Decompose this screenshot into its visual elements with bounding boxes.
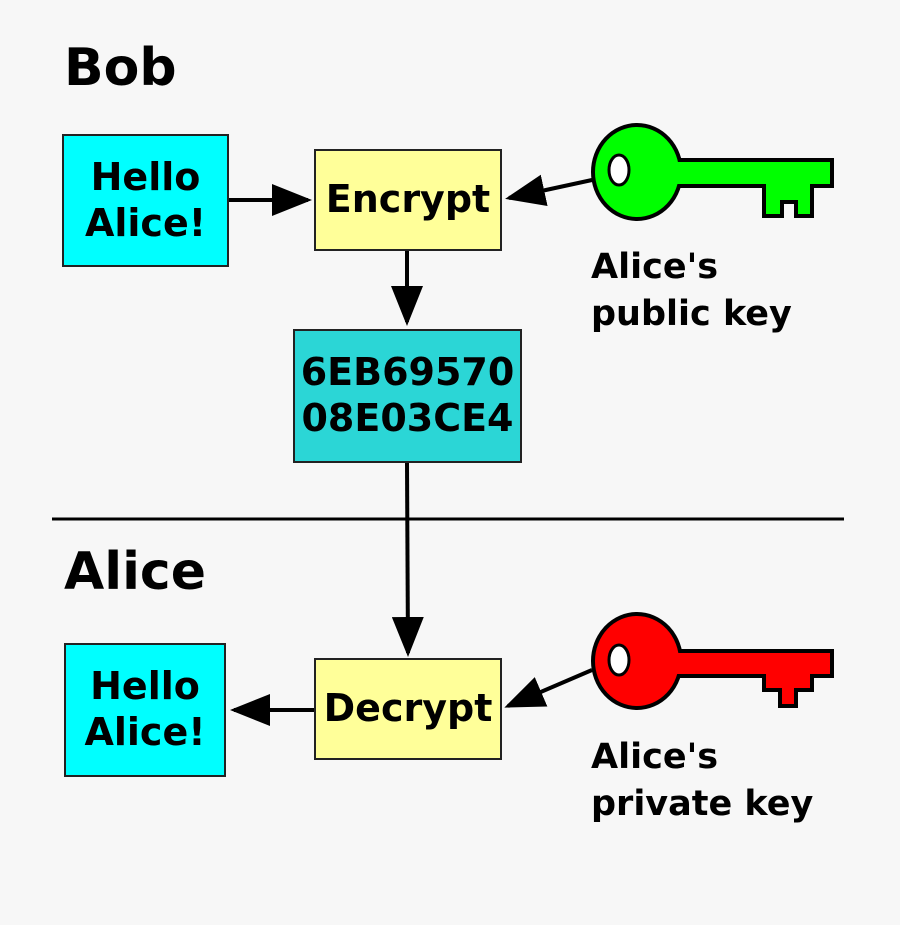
bob-plaintext-line2: Alice! [84, 200, 207, 245]
private-key-icon [591, 612, 834, 710]
public-key-label: Alice's public key [591, 244, 792, 339]
bob-plaintext-box: Hello Alice! [62, 134, 229, 267]
private-key-label-line1: Alice's [591, 737, 719, 777]
ciphertext-line1: 6EB69570 [300, 350, 515, 395]
bob-section-title: Bob [64, 38, 177, 98]
arrow-ciphertext-to-decrypt [391, 462, 424, 657]
ciphertext-line2: 08E03CE4 [301, 396, 514, 440]
bob-plaintext-line1: Hello [90, 154, 201, 199]
public-key-icon [591, 123, 834, 221]
private-key-label-line2: private key [591, 784, 814, 825]
private-key-label: Alice's private key [591, 734, 813, 829]
public-key-label-line2: public key [591, 294, 792, 335]
decrypt-box: Decrypt [314, 658, 502, 760]
alice-section-title: Alice [64, 542, 206, 602]
alice-plaintext-box: Hello Alice! [64, 643, 226, 777]
public-key-label-line1: Alice's [591, 247, 719, 287]
decrypt-label: Decrypt [323, 686, 493, 731]
arrow-public-key-to-encrypt [505, 174, 593, 207]
arrow-private-key-to-decrypt [504, 668, 593, 708]
alice-plaintext-line2: Alice! [84, 710, 206, 754]
ciphertext-box: 6EB69570 08E03CE4 [293, 329, 522, 463]
alice-plaintext-line1: Hello [90, 664, 200, 709]
encrypt-box: Encrypt [314, 149, 502, 251]
encrypt-label: Encrypt [325, 177, 491, 222]
